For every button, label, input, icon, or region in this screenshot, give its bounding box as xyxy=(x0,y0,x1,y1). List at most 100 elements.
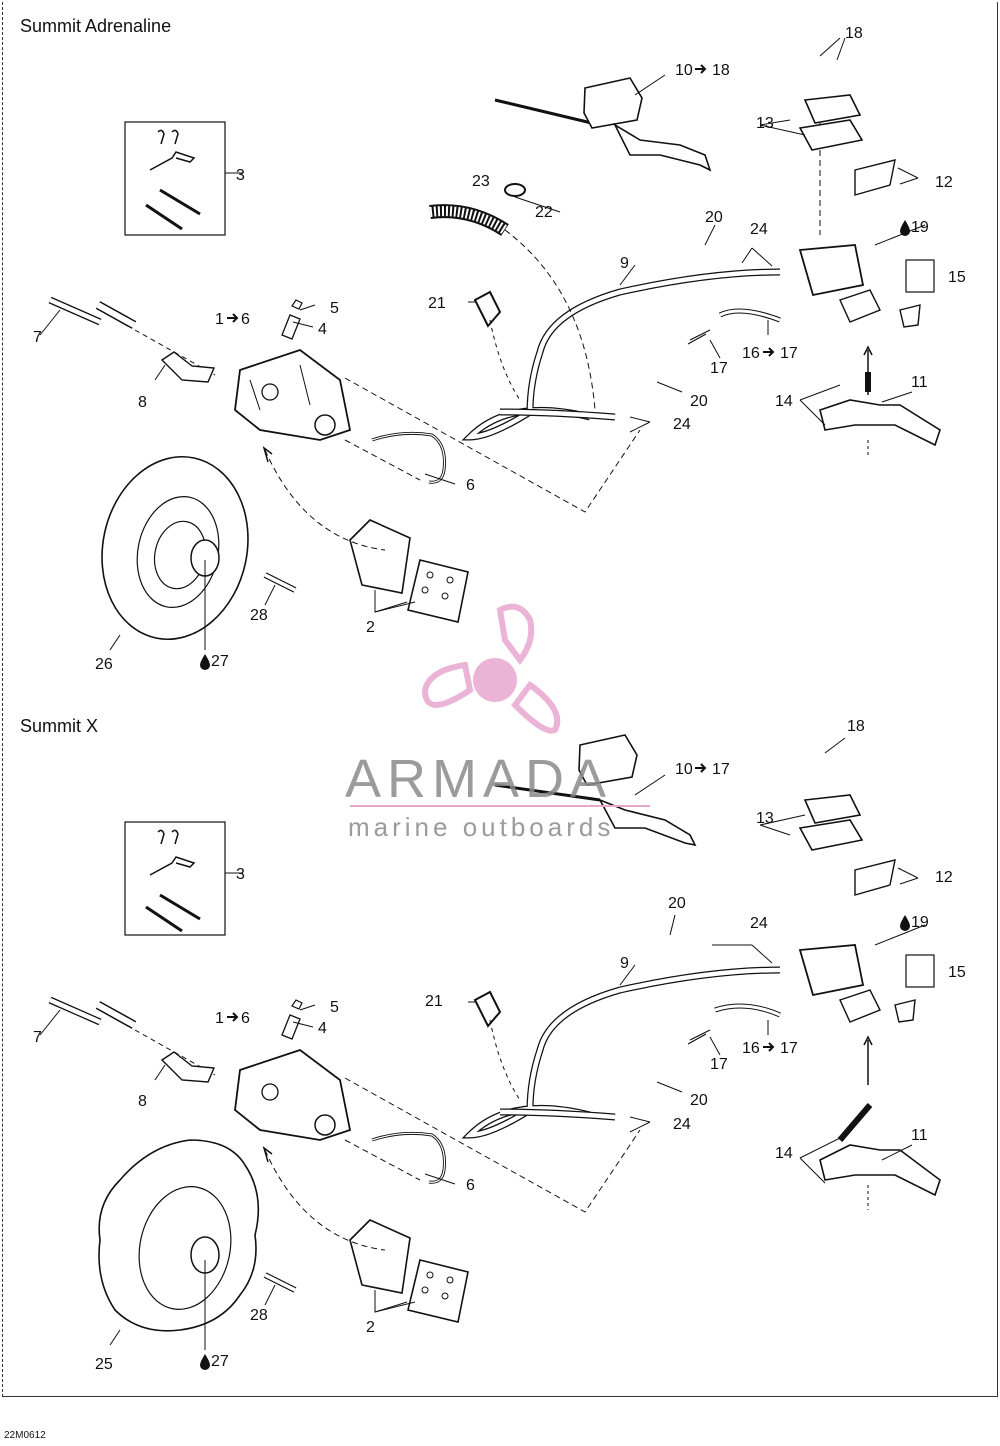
label-s2-11: 11 xyxy=(911,1127,928,1144)
label-s2-27: 27 xyxy=(211,1353,229,1370)
caliper-assembly xyxy=(234,299,352,441)
label-s1-24b: 24 xyxy=(673,416,691,433)
right-arrow-icon xyxy=(762,347,774,357)
wave-brake-disc xyxy=(98,1139,297,1332)
label-s1-15: 15 xyxy=(948,269,966,286)
label-s2-24a: 24 xyxy=(750,915,768,932)
label-s2-10-ref: 17 xyxy=(712,761,730,778)
caliper-brake-line-x xyxy=(371,1131,446,1184)
label-s2-21: 21 xyxy=(425,993,443,1010)
label-s1-20a: 20 xyxy=(705,209,723,226)
label-s1-17: 17 xyxy=(710,360,728,377)
label-s1-16-ref: 17 xyxy=(780,345,798,362)
label-s1-5: 5 xyxy=(330,300,339,317)
brake-pads xyxy=(349,519,469,623)
label-s2-17: 17 xyxy=(710,1056,728,1073)
right-arrow-icon xyxy=(694,64,706,74)
hose-clip xyxy=(473,290,502,328)
brake-lever-x xyxy=(819,1035,941,1210)
page-frame xyxy=(2,2,998,1397)
oil-drop-icon xyxy=(200,654,210,670)
label-s2-9: 9 xyxy=(620,955,629,972)
caliper-brake-line xyxy=(371,431,446,484)
label-s2-15: 15 xyxy=(948,964,966,981)
label-s1-27: 27 xyxy=(211,653,229,670)
brake-lever xyxy=(819,345,941,458)
leader-lines-s1 xyxy=(39,37,926,651)
label-s2-10: 10 xyxy=(675,761,693,778)
assembly-dashed-lines-x xyxy=(264,1077,641,1251)
assembly-dashed-lines xyxy=(264,120,821,551)
label-s2-6: 6 xyxy=(466,1177,475,1194)
label-s2-28: 28 xyxy=(250,1307,268,1324)
label-s1-16: 16 xyxy=(742,345,760,362)
label-s2-7: 7 xyxy=(33,1029,42,1046)
section-summit-x-drawing xyxy=(39,734,941,1350)
label-s2-5: 5 xyxy=(330,999,339,1016)
label-s1-10: 10 xyxy=(675,62,693,79)
hose-clip-x xyxy=(473,990,502,1028)
caliper-bolts xyxy=(48,296,216,383)
drawing-code: 22M0612 xyxy=(4,1430,46,1441)
label-s1-7: 7 xyxy=(33,329,42,346)
label-s2-1-ref: 6 xyxy=(241,1010,250,1027)
label-s2-16: 16 xyxy=(742,1040,760,1057)
label-s1-1-ref: 6 xyxy=(241,311,250,328)
right-arrow-icon xyxy=(762,1042,774,1052)
label-s1-21: 21 xyxy=(428,295,446,312)
master-cylinder xyxy=(798,94,935,328)
brake-light-line-x xyxy=(687,1003,781,1045)
brake-disc xyxy=(101,455,297,641)
label-s2-20b: 20 xyxy=(690,1092,708,1109)
label-s2-20a: 20 xyxy=(668,895,686,912)
callout-labels: 18 10 18 13 3 12 23 22 20 24 19 9 15 21 … xyxy=(33,25,966,1373)
label-s2-13: 13 xyxy=(756,810,774,827)
watermark-tagline: marine outboards xyxy=(348,812,615,842)
caliper-bolts-x xyxy=(48,996,216,1083)
label-s2-19: 19 xyxy=(911,914,929,931)
label-s1-1: 1 xyxy=(215,311,224,328)
hose-cover xyxy=(429,183,596,411)
label-s2-18: 18 xyxy=(847,718,865,735)
label-s1-8: 8 xyxy=(138,394,147,411)
pin-kit-box xyxy=(124,121,243,236)
label-s1-19: 19 xyxy=(911,219,929,236)
watermark-underline xyxy=(350,805,650,807)
pin-kit-box-x xyxy=(124,821,243,936)
right-arrow-icon xyxy=(694,763,706,773)
section-adrenaline-drawing xyxy=(39,37,941,651)
watermark-propeller-icon xyxy=(421,603,561,734)
label-s1-26: 26 xyxy=(95,656,113,673)
label-s2-12: 12 xyxy=(935,869,953,886)
brake-pads-x xyxy=(349,1219,469,1323)
caliper-assembly-x xyxy=(234,999,352,1141)
label-s1-10-ref: 18 xyxy=(712,62,730,79)
right-arrow-icon xyxy=(226,313,238,323)
label-s2-14: 14 xyxy=(775,1145,793,1162)
label-s1-12: 12 xyxy=(935,174,953,191)
label-s1-14: 14 xyxy=(775,393,793,410)
label-s1-18: 18 xyxy=(845,25,863,42)
label-s2-2: 2 xyxy=(366,1319,375,1336)
label-s2-8: 8 xyxy=(138,1093,147,1110)
label-s1-2: 2 xyxy=(366,619,375,636)
label-s2-16-ref: 17 xyxy=(780,1040,798,1057)
section-title-adrenaline: Summit Adrenaline xyxy=(20,16,172,36)
label-s1-6: 6 xyxy=(466,477,475,494)
oil-drop-icon xyxy=(200,1354,210,1370)
label-s1-11: 11 xyxy=(911,374,928,391)
main-brake-hose-x xyxy=(461,966,781,1139)
label-s2-4: 4 xyxy=(318,1020,327,1037)
master-cylinder-x xyxy=(798,794,935,1023)
label-s1-9: 9 xyxy=(620,255,629,272)
leader-lines-s2 xyxy=(39,737,926,1350)
throttle-lever-assembly-x xyxy=(494,734,697,847)
label-s1-24a: 24 xyxy=(750,221,768,238)
oil-drop-icons xyxy=(200,220,910,1370)
label-s2-24b: 24 xyxy=(673,1116,691,1133)
label-s1-20b: 20 xyxy=(690,393,708,410)
oil-drop-icon xyxy=(900,915,910,931)
label-s1-28: 28 xyxy=(250,607,268,624)
brake-light-line xyxy=(687,308,781,345)
watermark-brand: ARMADA xyxy=(345,749,613,809)
